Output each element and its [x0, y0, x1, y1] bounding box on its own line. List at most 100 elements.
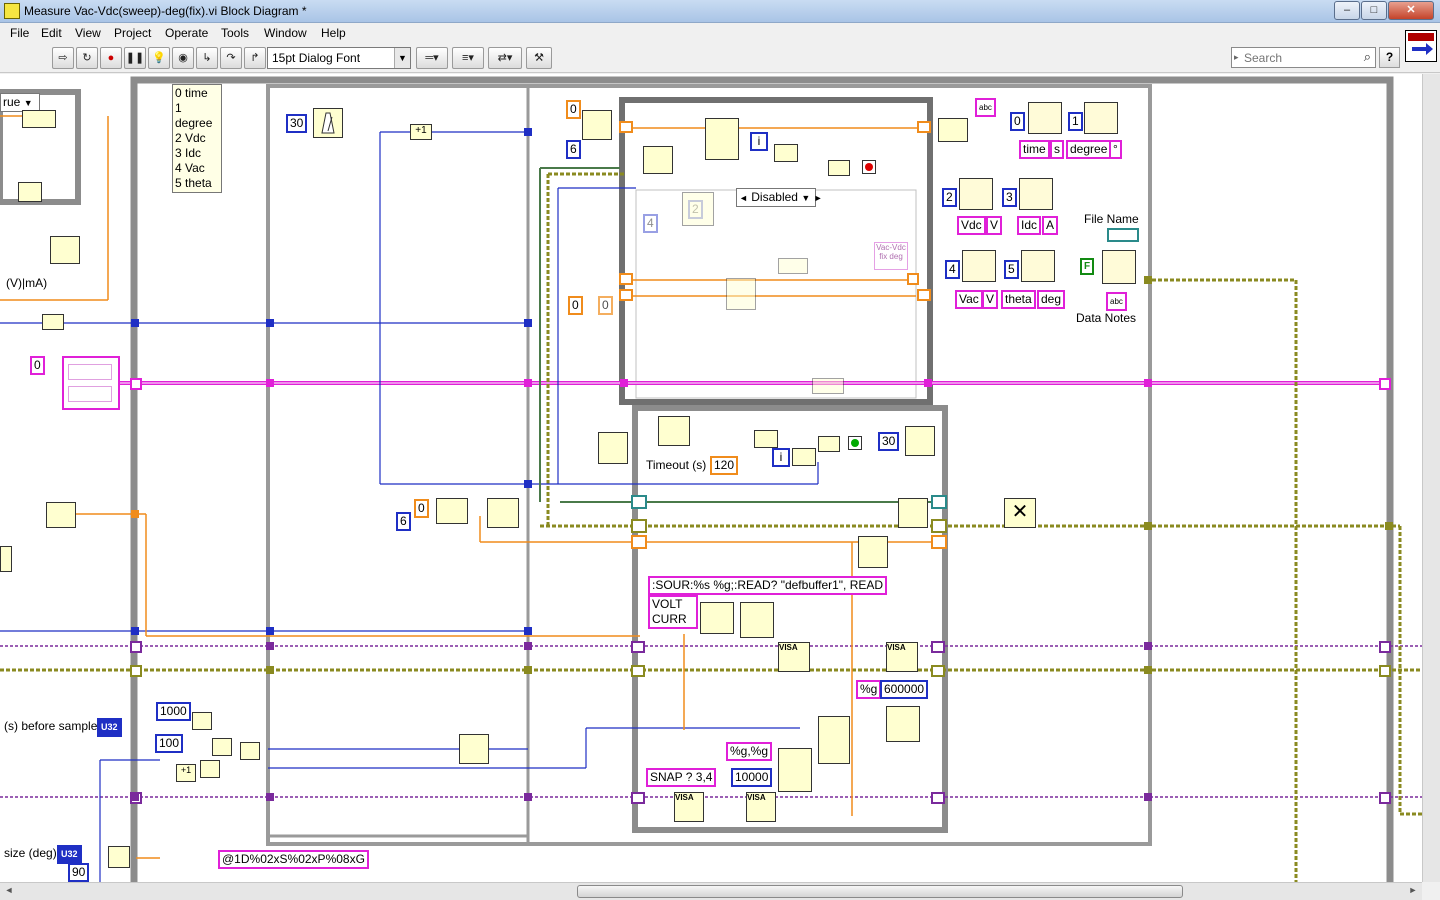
wait-ms-const-b[interactable]: 30 [878, 432, 900, 451]
bundle-node-left[interactable] [22, 110, 56, 128]
index-5-const[interactable]: 5 [1004, 260, 1019, 279]
const-six-b[interactable]: 6 [396, 512, 411, 531]
step-out-icon[interactable]: ↱ [244, 47, 266, 69]
hex-format-const[interactable]: @1D%02xS%02xP%08xG [218, 850, 369, 869]
partial-node-left[interactable] [0, 546, 12, 572]
menu-tools[interactable]: Tools [221, 26, 250, 40]
menu-help[interactable]: Help [321, 26, 346, 40]
scan-format-g[interactable]: %g [856, 680, 882, 699]
select-node-left[interactable] [50, 236, 80, 264]
step-into-icon[interactable]: ↳ [196, 47, 218, 69]
file-path-const[interactable] [1107, 228, 1139, 242]
multiply-node-b[interactable] [212, 738, 232, 756]
init-array-icon[interactable] [436, 498, 468, 524]
wait-ms-constant[interactable]: 30 [286, 114, 308, 133]
scroll-right-icon[interactable]: ► [1408, 885, 1418, 895]
select-node-left-b[interactable] [46, 502, 76, 528]
index-2-const[interactable]: 2 [942, 188, 957, 207]
const-zero-a[interactable]: 0 [566, 100, 581, 119]
block-diagram-canvas[interactable]: 0 time 1 degree 2 Vdc 3 Idc 4 Vac 5 thet… [0, 74, 1422, 882]
cleanup-icon[interactable]: ⚒ [526, 47, 552, 69]
col-name-vac[interactable]: Vac [955, 290, 983, 309]
u32-control-b[interactable]: U32 [57, 845, 82, 864]
const-100[interactable]: 100 [155, 734, 184, 753]
align-icon[interactable]: ═▾ [416, 47, 448, 69]
const-90[interactable]: 90 [68, 863, 90, 882]
data-notes-const[interactable]: abc [1106, 292, 1127, 311]
multiply-node-a[interactable] [192, 712, 212, 730]
pause-icon[interactable]: ❚❚ [124, 47, 146, 69]
or-node[interactable] [828, 160, 850, 176]
wait-ms-icon[interactable] [313, 108, 343, 138]
const-six-a[interactable]: 6 [566, 140, 581, 159]
col-unit-v2[interactable]: V [982, 290, 999, 309]
abort-icon[interactable]: ● [100, 47, 122, 69]
increment-node-b[interactable]: +1 [176, 764, 196, 782]
add-column-subvi-vdc[interactable] [959, 178, 993, 210]
font-select[interactable]: 15pt Dialog Font ▼ [267, 47, 411, 69]
col-unit-deg-sym[interactable]: ° [1109, 140, 1122, 159]
retain-wire-icon[interactable]: ◉ [172, 47, 194, 69]
add-column-subvi-idc[interactable] [1019, 178, 1053, 210]
visa-read-a[interactable]: VISA [886, 642, 918, 672]
menu-operate[interactable]: Operate [165, 26, 209, 40]
col-name-degree[interactable]: degree [1066, 140, 1112, 159]
negate-node[interactable] [42, 314, 64, 330]
col-name-vdc[interactable]: Vdc [957, 216, 986, 235]
build-array-b[interactable] [818, 716, 850, 764]
stop-terminal-b[interactable] [848, 436, 862, 450]
search-box[interactable]: ▸ ⌕ [1231, 47, 1376, 68]
index-0-const[interactable]: 0 [1010, 112, 1025, 131]
pink-cluster-array[interactable] [62, 356, 120, 410]
diagram-disable-selector[interactable]: ◄ Disabled ▼ ► [736, 188, 823, 207]
close-button[interactable]: ✕ [1388, 1, 1434, 20]
divide-node[interactable] [108, 846, 130, 868]
greater-than-node-left[interactable] [18, 182, 42, 202]
u32-control-a[interactable]: U32 [97, 718, 122, 737]
volt-curr-array[interactable]: VOLT CURR [648, 595, 698, 629]
vi-icon[interactable] [1405, 30, 1437, 62]
distribute-icon[interactable]: ≡▾ [452, 47, 484, 69]
const-zero-b[interactable]: 0 [568, 296, 583, 315]
greater-than-node-c[interactable] [792, 448, 816, 466]
build-array-icon[interactable] [582, 110, 612, 140]
bool-false-const[interactable]: F [1080, 258, 1095, 275]
increment-node[interactable]: +1 [410, 124, 432, 140]
array-subset-icon[interactable] [705, 118, 739, 160]
run-arrow-icon[interactable]: ⇨ [52, 47, 74, 69]
index-4-const[interactable]: 4 [945, 260, 960, 279]
read-count-const[interactable]: 600000 [880, 680, 929, 699]
elapsed-time-icon[interactable] [658, 416, 690, 446]
scroll-left-icon[interactable]: ◄ [4, 885, 14, 895]
stop-terminal-a[interactable] [862, 160, 876, 174]
visa-write-a[interactable]: VISA [778, 642, 810, 672]
menu-project[interactable]: Project [114, 26, 152, 40]
minimize-button[interactable]: – [1334, 1, 1360, 20]
col-name-time[interactable]: time [1019, 140, 1050, 159]
multiply-node-c[interactable] [200, 760, 220, 778]
scroll-thumb[interactable] [577, 885, 1183, 898]
add-column-subvi-theta[interactable] [1021, 250, 1055, 282]
add-column-subvi-time[interactable] [1028, 102, 1062, 134]
menu-view[interactable]: View [75, 26, 101, 40]
col-unit-a[interactable]: A [1042, 216, 1059, 235]
horizontal-scrollbar[interactable]: ◄ ► [0, 882, 1422, 900]
add-column-subvi-vac[interactable] [962, 250, 996, 282]
add-node[interactable] [240, 742, 260, 760]
menu-window[interactable]: Window [264, 26, 307, 40]
scan-from-string-a[interactable] [886, 706, 920, 742]
format-into-string[interactable] [740, 602, 774, 638]
read-bytes-const[interactable]: 10000 [731, 768, 773, 787]
menu-file[interactable]: File [10, 26, 30, 40]
pink-array-const[interactable]: 0 [30, 356, 45, 375]
col-unit-s[interactable]: s [1050, 140, 1064, 159]
or-node-b[interactable] [818, 436, 840, 452]
step-over-icon[interactable]: ↷ [220, 47, 242, 69]
search-input[interactable] [1244, 49, 1354, 66]
local-var-icon[interactable] [487, 498, 519, 528]
index-3-const[interactable]: 3 [1002, 188, 1017, 207]
help-button[interactable]: ? [1379, 47, 1400, 68]
highlight-bulb-icon[interactable]: 💡 [148, 47, 170, 69]
tick-count-icon[interactable] [598, 432, 628, 464]
greater-than-node[interactable] [774, 144, 798, 162]
